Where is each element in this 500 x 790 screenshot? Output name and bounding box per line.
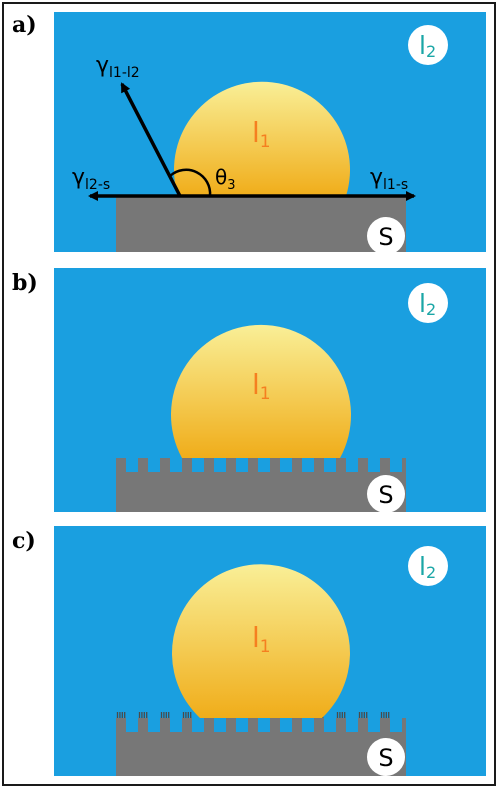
- panel-a-solid: [116, 196, 406, 252]
- panel-a-l2-badge: [408, 25, 448, 65]
- panel-c-droplet: [172, 564, 350, 718]
- panel-c-s-label: S: [378, 744, 393, 772]
- panel-a-gamma-l1-s-label: γl1-s: [370, 165, 408, 193]
- panel-c-l2-badge: [408, 546, 448, 586]
- panel-a-l2-label: l2: [419, 31, 436, 61]
- panel-a-droplet: [174, 81, 350, 196]
- panel-b: b) l1 l2 S: [12, 268, 486, 513]
- panel-a-l1-label: l1: [252, 116, 271, 152]
- panel-b-l2-badge: [408, 283, 448, 323]
- panel-a-s-label: S: [378, 223, 393, 251]
- panel-b-l2-label: l2: [419, 289, 436, 319]
- panel-b-droplet: [171, 324, 352, 458]
- panel-b-textured-solid: [116, 458, 406, 512]
- panel-c-label: c): [12, 528, 36, 554]
- panel-a-label: a): [12, 12, 37, 38]
- panel-a: a) θ3 γl1-l2 γl2-s γl1-s l1 l2 S: [12, 12, 486, 255]
- panel-a-gamma-l2-s-label: γl2-s: [72, 165, 110, 193]
- panel-c-textured-solid: [116, 718, 406, 776]
- panel-a-angle-arc: [169, 168, 212, 197]
- panel-a-s-badge: [367, 217, 405, 255]
- panel-b-l1-label: l1: [252, 368, 271, 404]
- panel-a-gamma-l1-l2-arrow: [120, 82, 182, 197]
- panel-a-gamma-l1-l2-label: γl1-l2: [96, 53, 140, 81]
- panel-c-s-badge: [367, 738, 405, 776]
- panel-b-label: b): [12, 270, 38, 296]
- panel-c-l1-label: l1: [252, 621, 271, 657]
- panel-a-angle-label: θ3: [215, 165, 236, 193]
- panel-b-s-badge: [367, 475, 405, 513]
- panel-c-l2-label: l2: [419, 552, 436, 582]
- panel-b-s-label: S: [378, 481, 393, 509]
- panel-c: c) l1 l2 S: [12, 526, 486, 776]
